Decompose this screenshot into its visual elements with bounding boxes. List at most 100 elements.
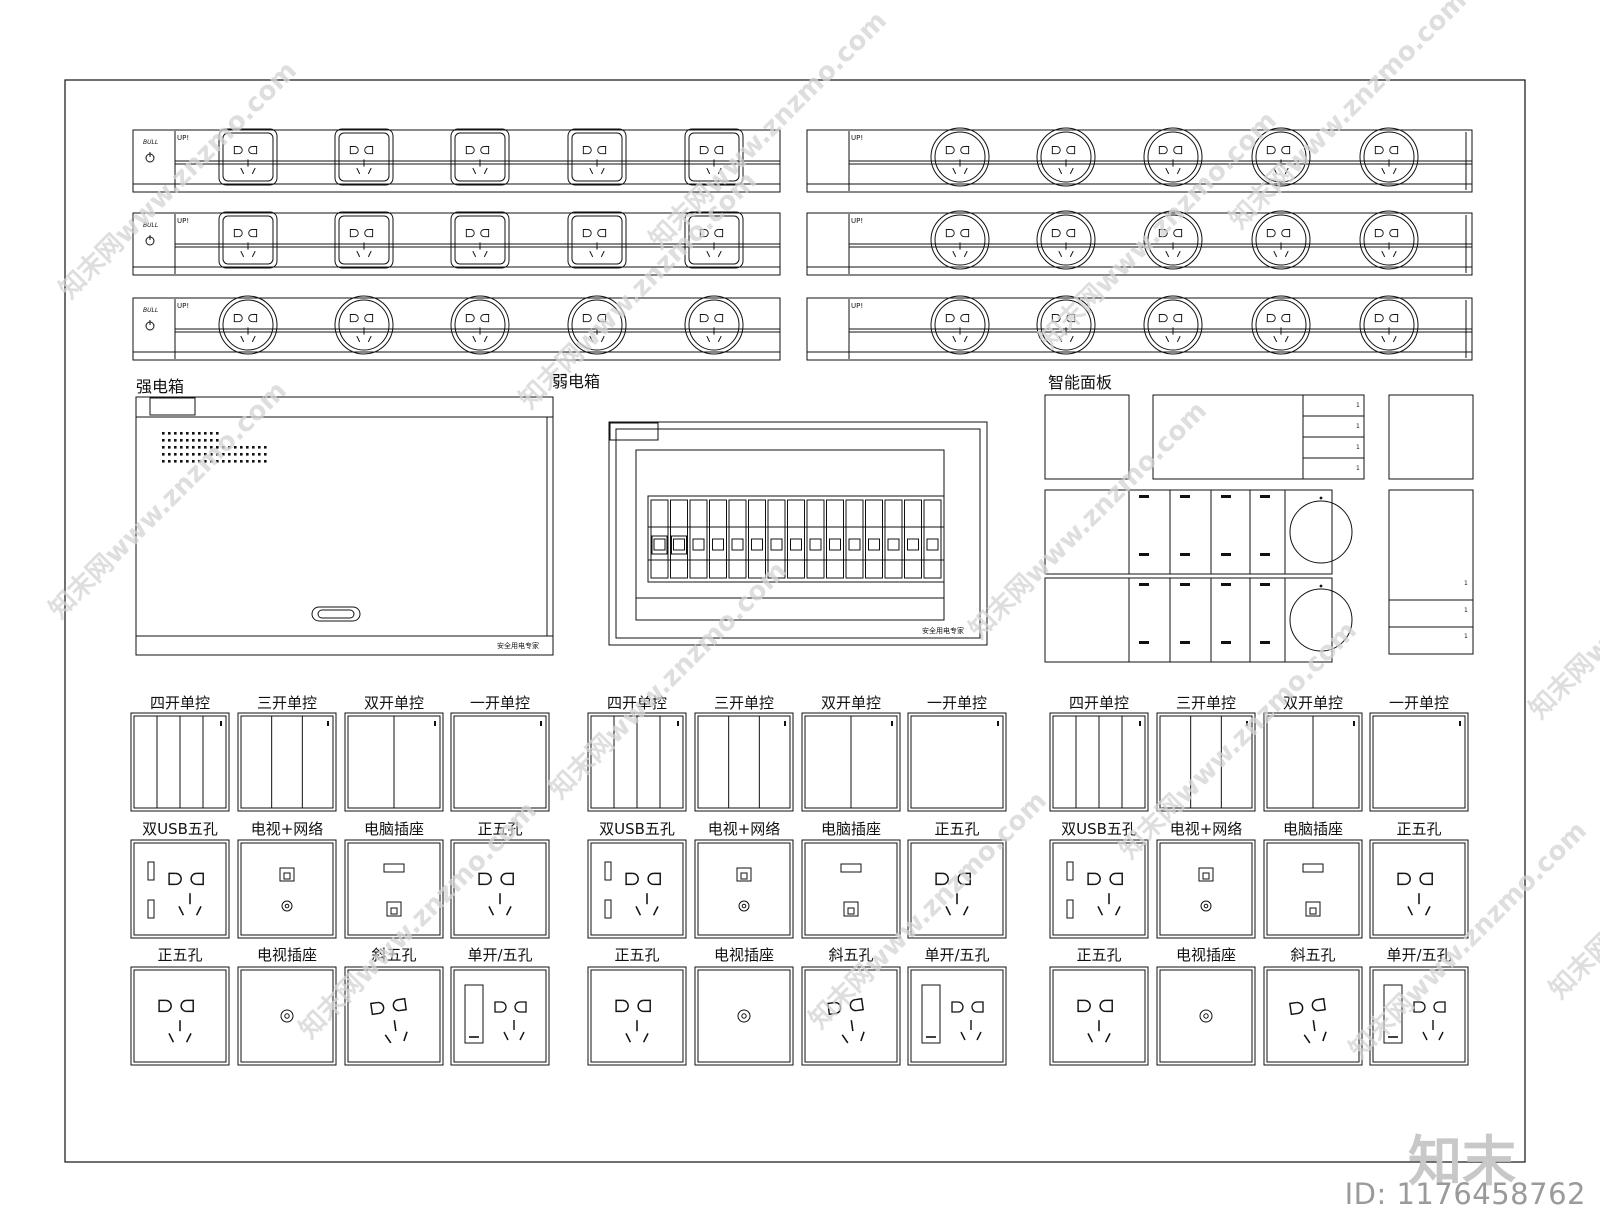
pin-left-arc <box>587 146 592 155</box>
pin-l <box>706 250 711 258</box>
strip-outlet-face <box>1255 214 1307 266</box>
pin-left <box>582 314 588 323</box>
pin-right-arc <box>637 999 644 1013</box>
pin-left-arc <box>1419 1001 1426 1013</box>
vent-hole <box>228 460 231 463</box>
pin-n <box>962 906 969 916</box>
pin-l <box>356 335 361 343</box>
pin-ground <box>393 1020 397 1032</box>
vent-hole <box>240 453 243 456</box>
usb-a-port-icon <box>383 863 405 873</box>
breaker-module <box>670 499 688 579</box>
strip-model-label: UP! <box>851 302 863 310</box>
five-hole-socket-icon <box>158 999 194 1043</box>
panel-frame <box>801 839 901 939</box>
pin-l <box>240 167 245 175</box>
five-hole-socket-icon <box>1087 872 1123 916</box>
pin-left-arc <box>1163 229 1168 238</box>
breaker-module <box>767 499 786 579</box>
switch-indicator-icon <box>540 721 542 726</box>
smart-key-mark: 1 <box>1356 465 1360 472</box>
strip-outlet-frame <box>684 128 744 186</box>
strip-outlet-face <box>1255 299 1307 351</box>
network-port-icon <box>279 867 295 882</box>
panel-label: 一开单控 <box>927 694 987 712</box>
pin-left-arc <box>942 872 949 886</box>
strip-model-label: UP! <box>851 134 863 142</box>
pin-right <box>252 314 258 323</box>
panel-face <box>133 842 227 936</box>
pin-l <box>1165 250 1170 258</box>
panel-face <box>910 842 1004 936</box>
pin-left-arc <box>704 229 709 238</box>
pin-right-arc <box>714 314 719 323</box>
strip-outlet-pins-icon <box>699 146 724 175</box>
pin-n <box>251 250 256 258</box>
strip-outlet-pins-icon <box>582 314 607 343</box>
strip-outlet-ring <box>684 295 744 355</box>
strip-outlet-ring <box>1359 210 1419 270</box>
vent-hole <box>204 439 207 442</box>
strip-outlet-face <box>1363 214 1415 266</box>
panel-label: 电视插座 <box>1176 946 1236 964</box>
smart-tall-panel <box>1388 489 1474 655</box>
five-hole-socket-icon <box>1077 999 1113 1043</box>
panel-frame <box>907 712 1007 812</box>
vent-hole <box>228 446 231 449</box>
strong-box-footer: 安全用电专家 <box>497 641 539 650</box>
vent-hole <box>210 453 213 456</box>
pin-left <box>582 229 588 238</box>
pin-right-arc <box>480 229 485 238</box>
strip-outlet-face <box>338 215 390 265</box>
slant-five-hole-socket-icon <box>1289 997 1327 1044</box>
pin-left <box>1077 999 1085 1013</box>
pin-left <box>699 146 705 155</box>
scene-key-label-mark <box>1180 583 1190 586</box>
pin-l <box>178 906 185 916</box>
breaker-module <box>650 499 669 579</box>
vent-hole <box>204 432 207 435</box>
pin-left <box>699 314 705 323</box>
pin-right-arc <box>248 314 253 323</box>
vent-hole <box>186 446 189 449</box>
five-hole-socket-icon <box>1413 1001 1446 1041</box>
panel-label: 一开单控 <box>470 694 530 712</box>
usb-a-port-icon <box>840 863 862 873</box>
distribution-boxes <box>135 396 988 656</box>
vent-hole <box>210 460 213 463</box>
pin-left-arc <box>1379 229 1384 238</box>
pin-left-arc <box>1271 314 1276 323</box>
pin-n <box>1322 1031 1327 1042</box>
pin-right-arc <box>1389 314 1394 323</box>
pin-l <box>1273 335 1278 343</box>
pin-left-arc <box>238 314 243 323</box>
strip-outlet-face <box>454 215 506 265</box>
pin-right <box>718 146 724 155</box>
pin-right-arc <box>971 1001 978 1013</box>
breaker-toggle <box>790 538 802 551</box>
breaker-module <box>904 499 922 579</box>
switch-indicator-icon <box>784 721 786 726</box>
pin-l <box>625 1033 632 1043</box>
vent-hole <box>168 432 171 435</box>
pin-right <box>252 146 258 155</box>
pin-left-arc <box>1379 146 1384 155</box>
panel-face <box>697 715 791 809</box>
pin-right-arc <box>849 998 857 1012</box>
vent-hole <box>240 460 243 463</box>
pin-l <box>589 167 594 175</box>
pin-n <box>367 250 372 258</box>
panel-face <box>240 969 334 1063</box>
pin-right-arc <box>480 314 485 323</box>
pin-right <box>484 229 490 238</box>
pin-l <box>706 167 711 175</box>
vent-hole <box>198 439 201 442</box>
power-strip: UP! <box>806 127 1473 193</box>
pin-right-arc <box>1173 229 1178 238</box>
five-hole-socket-icon <box>935 872 971 916</box>
panel-label: 正五孔 <box>477 820 522 838</box>
panel-label: 四开单控 <box>1069 694 1129 712</box>
vent-hole <box>180 460 183 463</box>
panel-label: 斜五孔 <box>828 946 873 964</box>
